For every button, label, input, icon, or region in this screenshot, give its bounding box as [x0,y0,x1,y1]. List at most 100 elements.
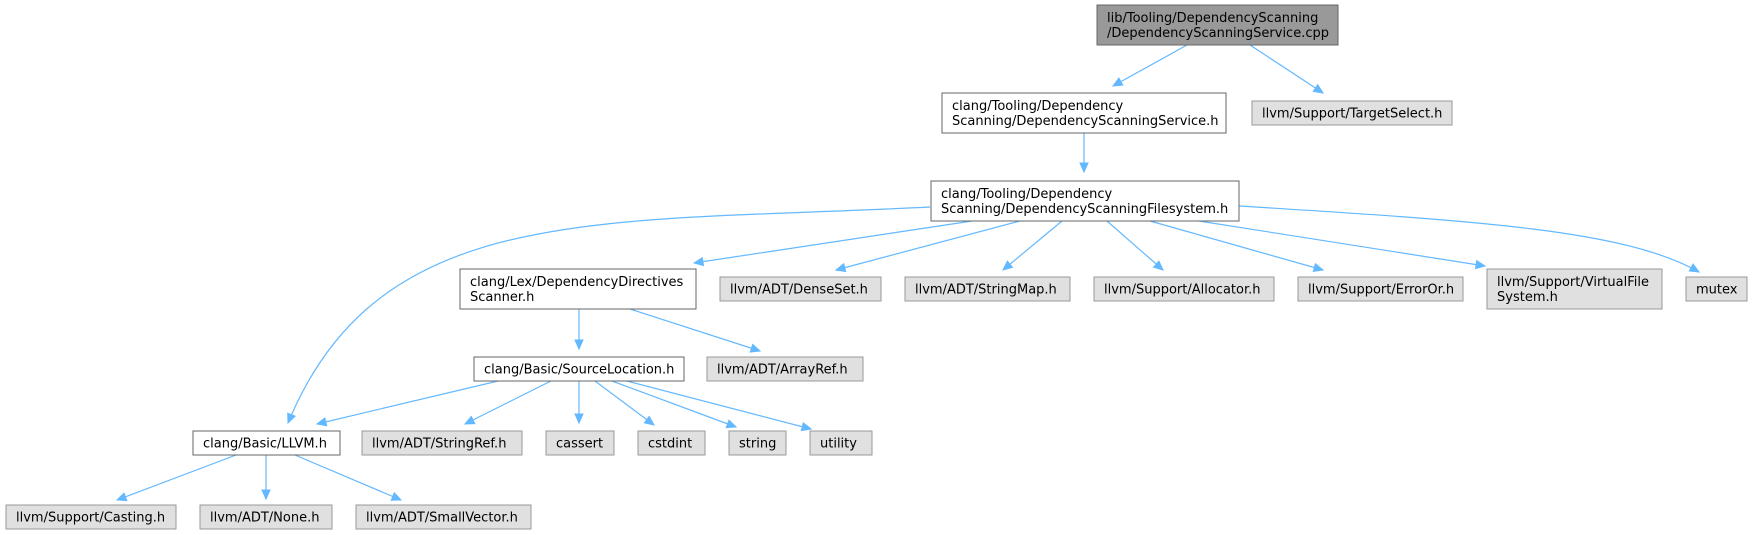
node-label-line: clang/Basic/LLVM.h [203,437,327,452]
arrowhead-icon [574,413,584,425]
node-label-line: llvm/Support/VirtualFile [1497,275,1649,290]
arrowhead-icon [261,489,271,501]
edge-line [116,454,237,501]
node-label-line: llvm/Support/TargetSelect.h [1262,107,1442,122]
edge-dss_cpp-to-dss_h [1111,44,1188,87]
node-box [1251,100,1453,126]
node-box [719,276,882,302]
node-label-line: clang/Basic/SourceLocation.h [484,363,674,378]
edge-line [287,206,931,424]
edge-dsfs_h-to-denseset [834,220,1021,273]
arrowhead-icon [1312,83,1325,94]
node-label-line: llvm/ADT/StringRef.h [372,437,506,452]
arrowhead-icon [800,422,813,432]
node-stringref: llvm/ADT/StringRef.h [361,430,523,456]
node-box [930,180,1240,222]
edge-llvm_h-to-none [261,455,271,501]
arrowhead-icon [287,412,297,425]
edge-line [629,308,761,352]
node-erroror: llvm/Support/ErrorOr.h [1297,276,1464,302]
edge-srcloc-to-llvm_h [315,380,499,427]
node-box [192,430,341,456]
node-targetselect: llvm/Support/TargetSelect.h [1251,100,1453,126]
node-box [1096,4,1339,46]
arrowhead-icon [1111,77,1124,87]
arrowhead-icon [749,343,762,353]
edge-line [316,380,499,425]
node-smallvector: llvm/ADT/SmallVector.h [355,504,532,530]
node-srcloc[interactable]: clang/Basic/SourceLocation.h [473,356,685,382]
arrowhead-icon [1152,260,1164,271]
node-dsfs-h[interactable]: clang/Tooling/DependencyScanning/Depende… [930,180,1240,222]
edge-dsfs_h-to-llvm_h [287,206,931,425]
node-box [1297,276,1464,302]
edge-srcloc-to-string [611,380,738,429]
node-label-line: cassert [556,437,603,452]
node-dss-h[interactable]: clang/Tooling/DependencyScanning/Depende… [941,92,1227,134]
node-label-line: string [739,437,776,452]
node-label-line: Scanning/DependencyScanningService.h [952,114,1219,129]
node-box [1486,268,1663,310]
node-box [706,356,864,382]
node-box [728,430,787,456]
node-box [361,430,523,456]
node-label-line: lib/Tooling/DependencyScanning [1107,11,1318,26]
edge-dds_h-to-srcloc [574,309,584,351]
edges-layer [115,44,1701,502]
node-utility: utility [809,430,873,456]
node-box [904,276,1071,302]
edge-dsfs_h-to-stringmap [1002,220,1063,271]
arrowhead-icon [574,339,584,351]
node-box [941,92,1227,134]
node-llvm-h[interactable]: clang/Basic/LLVM.h [192,430,341,456]
edge-srcloc-to-cstdint [594,380,655,426]
arrowhead-icon [1688,263,1701,273]
arrowhead-icon [725,419,738,429]
edge-line [1249,44,1324,94]
node-label-line: Scanning/DependencyScanningFilesystem.h [941,202,1228,217]
node-label-line: mutex [1696,283,1738,298]
edge-dss_cpp-to-targetselect [1249,44,1325,94]
node-label-line: /DependencyScanningService.cpp [1107,26,1329,41]
edge-line [1106,220,1164,271]
edge-line [1002,220,1063,271]
edge-dsfs_h-to-vfs [1198,220,1487,270]
arrowhead-icon [463,415,476,425]
node-label-line: Scanner.h [470,290,534,305]
node-box [545,430,615,456]
edge-line [464,380,552,425]
node-label-line: llvm/Support/ErrorOr.h [1308,283,1454,298]
edge-dsfs_h-to-mutex [1238,205,1701,273]
node-dss-cpp[interactable]: lib/Tooling/DependencyScanning/Dependenc… [1096,4,1339,46]
edge-srcloc-to-utility [626,380,813,432]
arrowhead-icon [315,417,328,427]
node-label-line: llvm/ADT/ArrayRef.h [717,363,848,378]
node-label-line: llvm/ADT/None.h [210,511,319,526]
node-label-line: System.h [1497,290,1558,305]
node-denseset: llvm/ADT/DenseSet.h [719,276,882,302]
node-allocator: llvm/Support/Allocator.h [1093,276,1275,302]
edge-dds_h-to-arrayref [629,308,762,353]
arrowhead-icon [643,415,655,426]
node-label-line: clang/Tooling/Dependency [941,187,1112,202]
edge-llvm_h-to-casting [115,454,237,502]
node-label-line: llvm/Support/Casting.h [16,511,165,526]
arrowhead-icon [692,256,705,267]
node-cstdint: cstdint [637,430,706,456]
node-box [637,430,706,456]
arrowhead-icon [390,491,403,501]
node-box [199,504,333,530]
edge-srcloc-to-stringref [463,380,552,425]
edge-llvm_h-to-smallvector [294,454,403,501]
node-string: string [728,430,787,456]
edge-line [1149,220,1324,271]
node-label-line: utility [820,437,857,452]
edge-dsfs_h-to-erroror [1149,220,1325,273]
edge-line [611,380,737,428]
node-label-line: llvm/ADT/StringMap.h [915,283,1057,298]
node-arrayref: llvm/ADT/ArrayRef.h [706,356,864,382]
edge-line [294,454,402,501]
arrowhead-icon [1312,262,1325,273]
